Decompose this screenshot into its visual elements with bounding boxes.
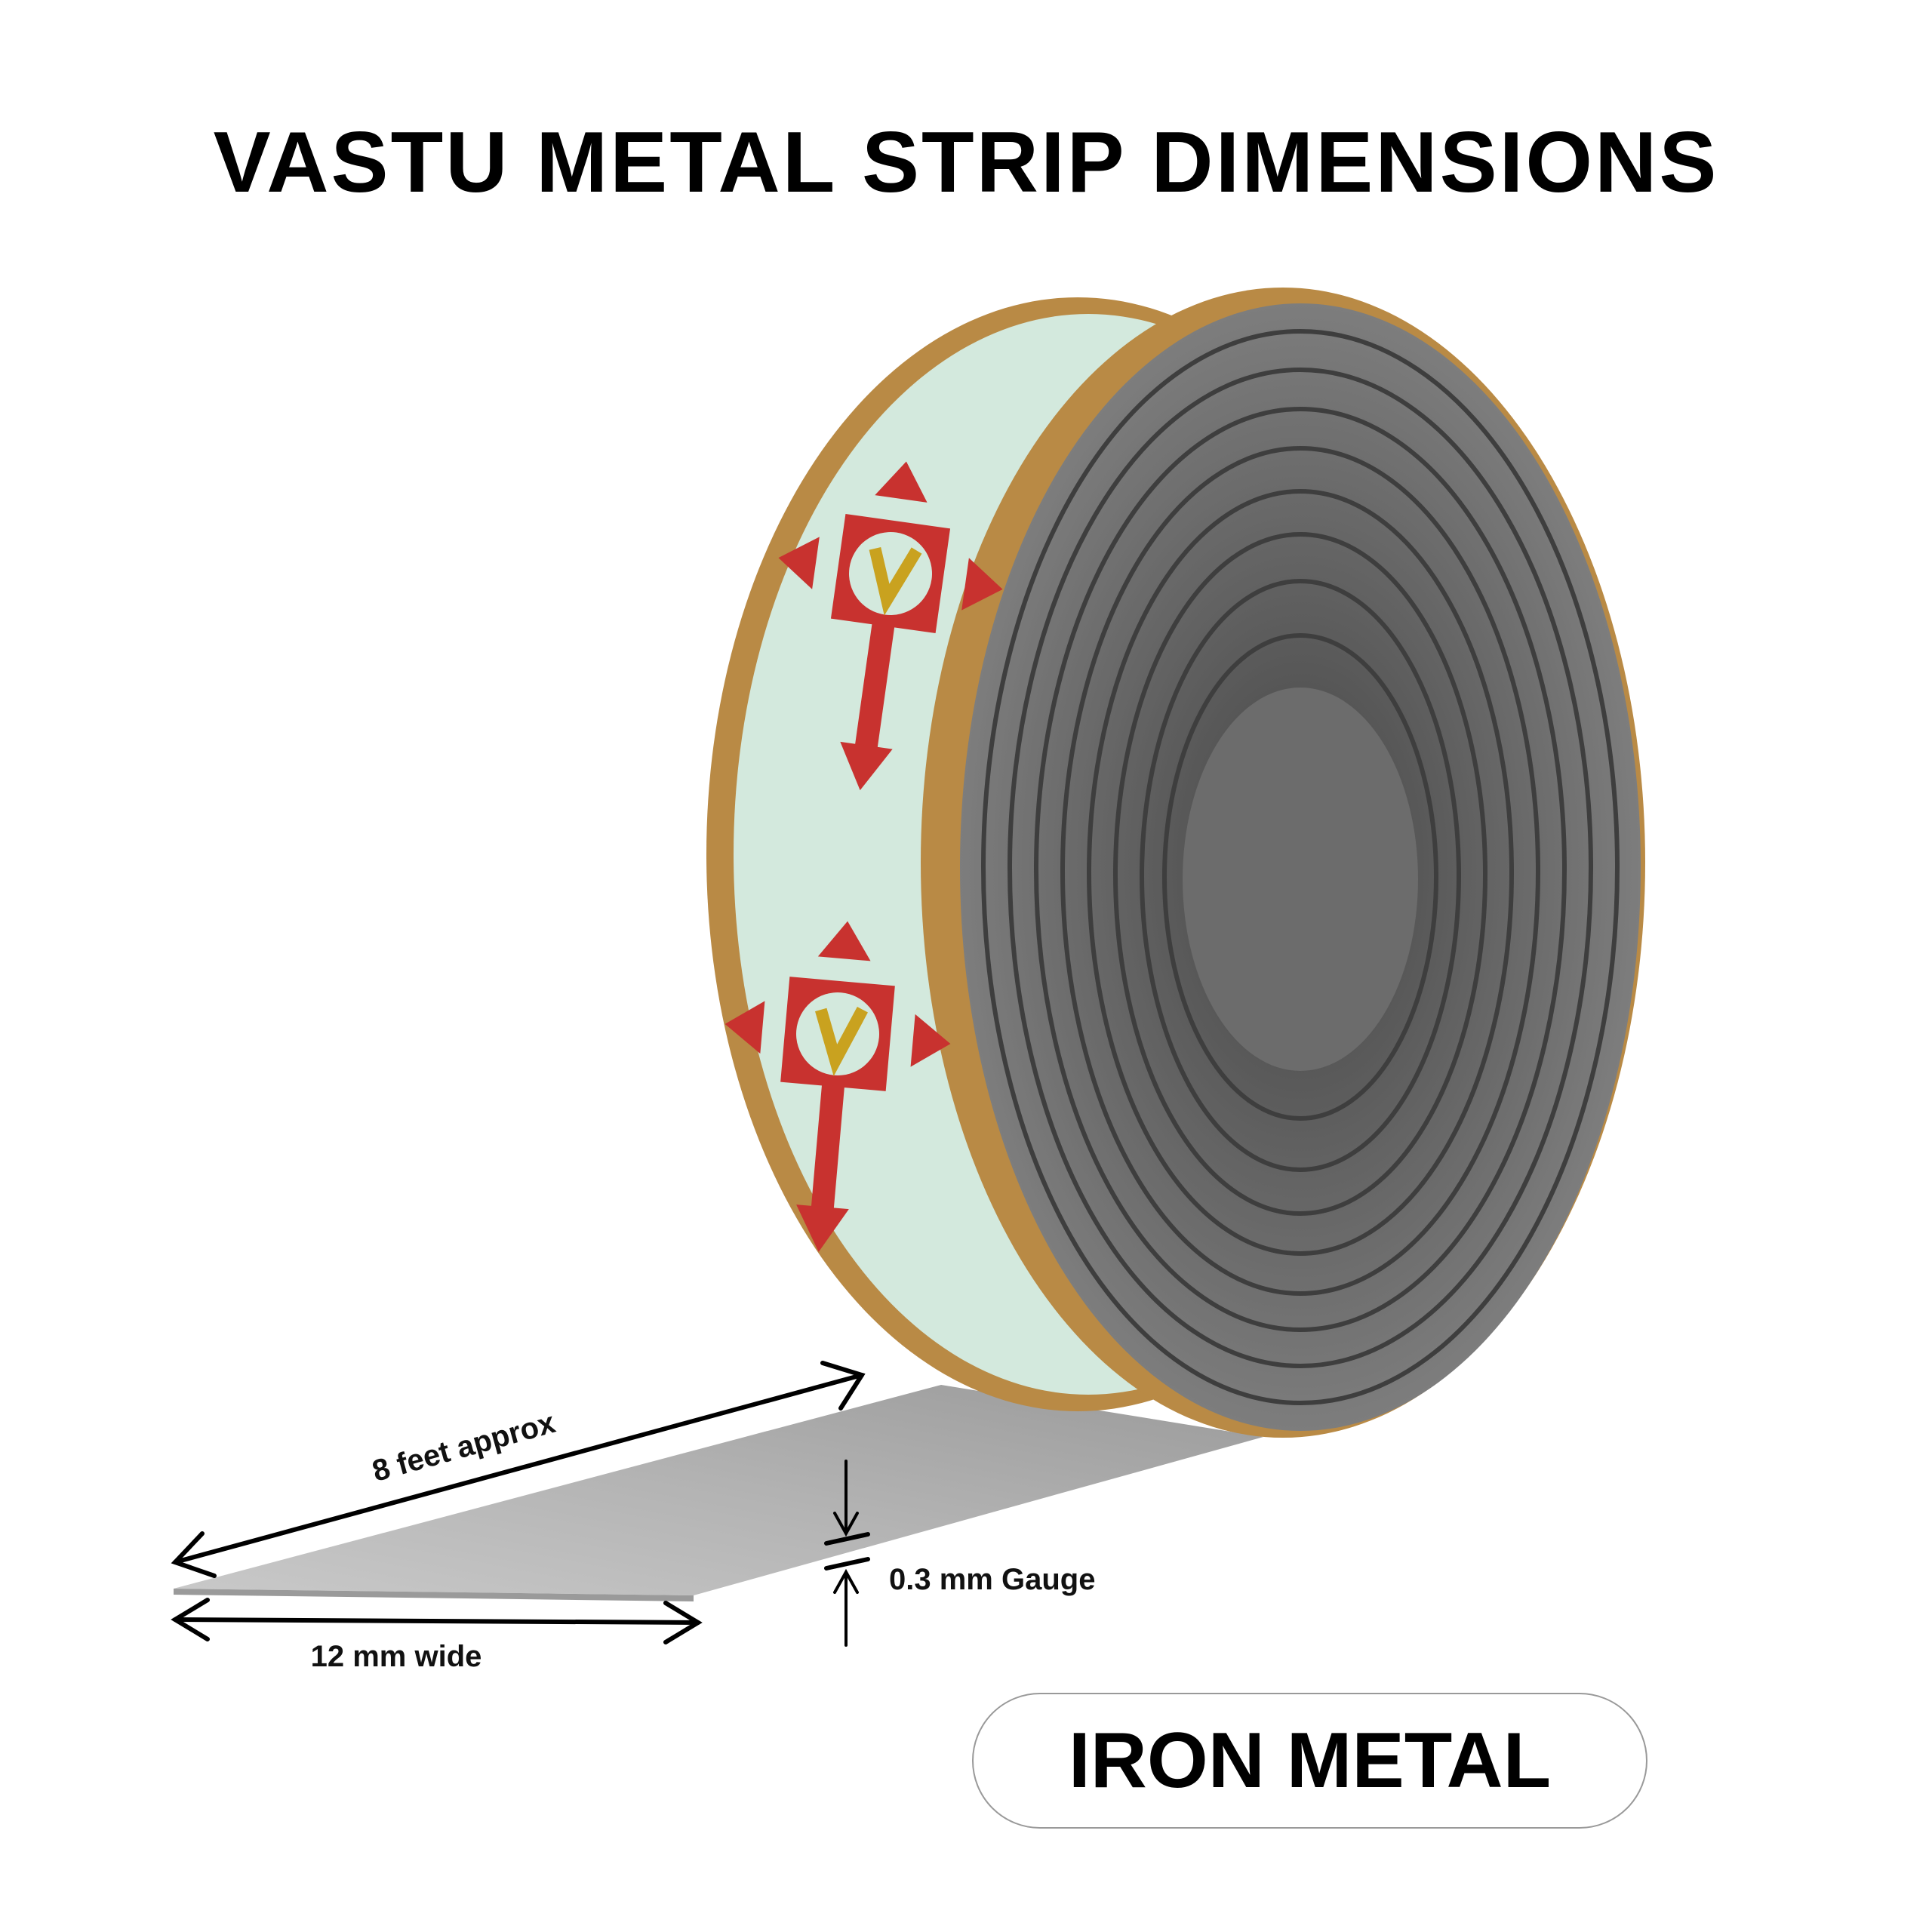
material-badge-text: IRON METAL	[1068, 1716, 1552, 1804]
width-label: 12 mm wide	[311, 1640, 482, 1673]
vastu-vardan-logo	[724, 921, 951, 1252]
gauge-arrows	[824, 1460, 870, 1647]
gauge-label: 0.3 mm Gauge	[889, 1563, 1095, 1596]
flat-strip	[174, 1385, 1263, 1595]
page-title: VASTU METAL STRIP DIMENSIONS	[213, 115, 1719, 211]
vastu-vardan-logo	[778, 461, 1003, 791]
coil-face	[960, 303, 1641, 1431]
width-arrow	[171, 1598, 703, 1644]
coil-center-hole	[1183, 688, 1418, 1071]
material-badge: IRON METAL	[972, 1693, 1647, 1829]
length-label: 8 feet approx	[369, 1406, 559, 1488]
length-arrow	[171, 1361, 866, 1578]
